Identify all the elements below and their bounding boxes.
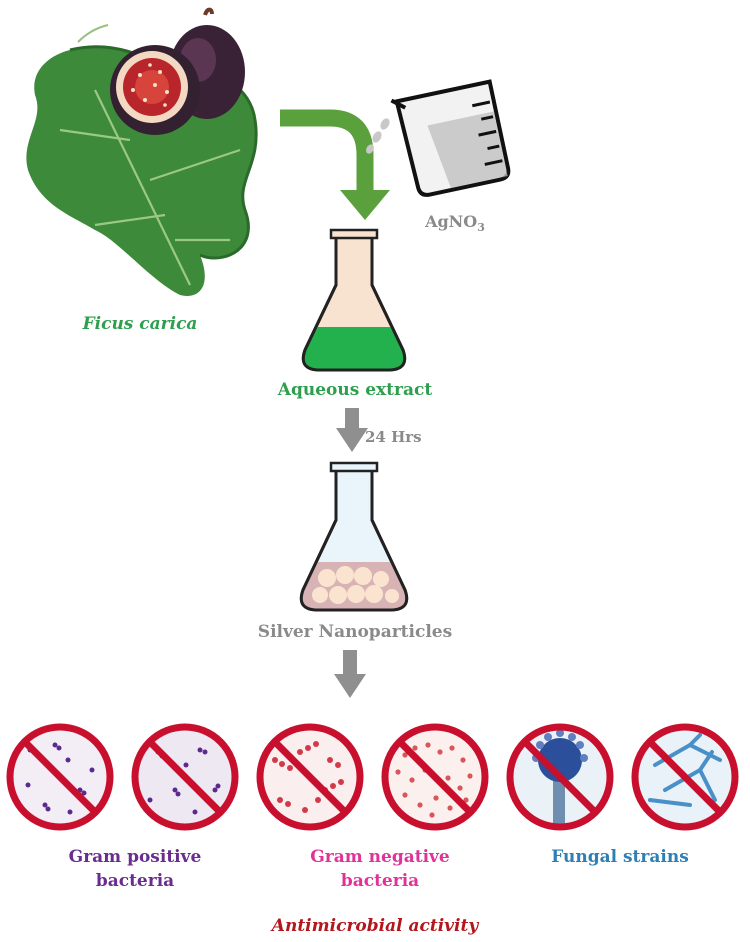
prohibit-gram-negative-2 [381,723,489,831]
process-arrow-1 [336,408,368,452]
extract-flask-icon [301,228,407,372]
gram-negative-line1: Gram negative [310,847,450,867]
process-arrow-2 [334,650,366,698]
reagent-label: AgNO3 [410,212,500,234]
prohibit-fungal-2 [631,723,739,831]
prohibit-fungal-1 [506,723,614,831]
reagent-formula: AgNO [425,212,478,231]
gram-negative-label: Gram negative bacteria [275,845,485,893]
gram-positive-line2: bacteria [95,871,175,891]
gram-negative-line2: bacteria [340,871,420,891]
prohibit-gram-negative-1 [256,723,364,831]
green-flow-arrow [280,109,390,220]
gram-positive-line1: Gram positive [68,847,202,867]
fungal-label: Fungal strains [520,845,720,869]
prohibit-gram-positive-2 [131,723,239,831]
time-label: 24 Hrs [365,428,422,446]
source-label: Ficus carica [82,314,198,334]
reagent-subscript: 3 [477,221,485,235]
gram-positive-label: Gram positive bacteria [35,845,235,893]
fungal-line1: Fungal strains [551,847,689,867]
beaker-icon [366,79,511,197]
product-label: Silver Nanoparticles [257,622,453,642]
prohibit-gram-positive-1 [6,723,114,831]
extract-label: Aqueous extract [277,380,433,400]
fig-fruit-image [110,7,245,135]
nanoparticle-flask-icon [299,461,409,612]
footer-label: Antimicrobial activity [271,916,479,936]
